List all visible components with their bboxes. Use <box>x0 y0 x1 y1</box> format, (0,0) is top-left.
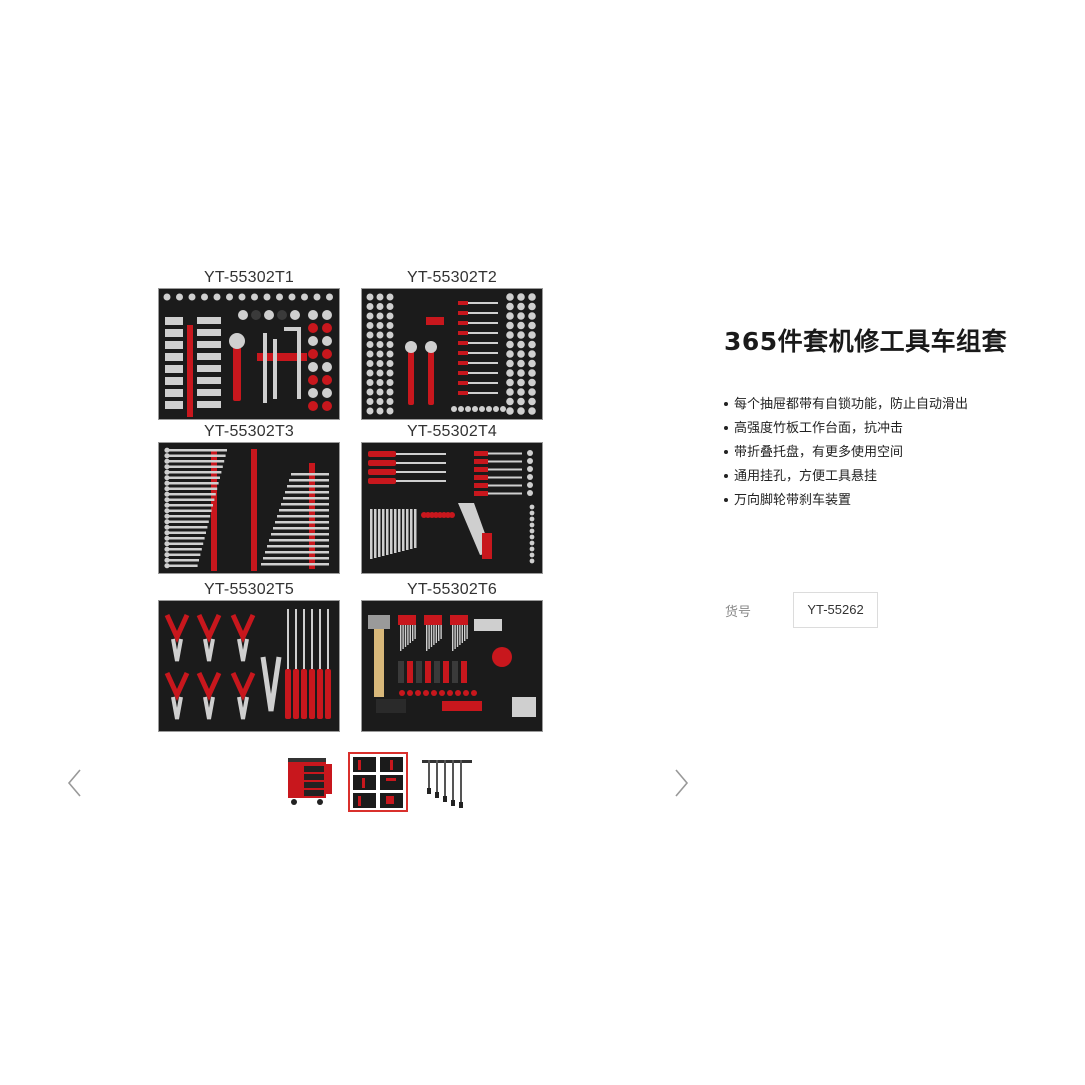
chevron-right-icon <box>675 769 689 797</box>
tray-image-t4 <box>361 442 543 574</box>
feature-text: 通用挂孔，方便工具悬挂 <box>734 469 878 484</box>
tool-cart-image <box>288 758 332 805</box>
bullet-icon <box>724 473 728 478</box>
tray-label: YT-55302T3 <box>203 423 295 440</box>
prev-image-button[interactable] <box>64 766 86 800</box>
t-handle-wrench-image <box>422 760 472 808</box>
tray-image-t2 <box>361 288 543 420</box>
tray-label: YT-55302T5 <box>203 581 295 598</box>
bullet-icon <box>724 401 728 406</box>
feature-text: 每个抽屉都带有自锁功能，防止自动滑出 <box>734 397 969 412</box>
feature-text: 万向脚轮带刹车装置 <box>734 493 852 508</box>
bullet-icon <box>724 449 728 454</box>
bullet-icon <box>724 497 728 502</box>
next-image-button[interactable] <box>670 766 692 800</box>
tray-label: YT-55302T1 <box>203 269 295 286</box>
chevron-left-icon <box>67 769 81 797</box>
feature-text: 带折叠托盘，有更多使用空间 <box>734 445 904 460</box>
product-title: 365件套机修工具车组套 <box>724 327 1008 356</box>
feature-item: 带折叠托盘，有更多使用空间 <box>724 441 1064 465</box>
feature-item: 每个抽屉都带有自锁功能，防止自动滑出 <box>724 393 1064 417</box>
tray-image-t1 <box>158 288 340 420</box>
thumbnail-tool-cart[interactable] <box>280 752 340 812</box>
tray-label: YT-55302T2 <box>406 269 498 286</box>
feature-item: 高强度竹板工作台面，抗冲击 <box>724 417 1064 441</box>
feature-item: 通用挂孔，方便工具悬挂 <box>724 465 1064 489</box>
feature-text: 高强度竹板工作台面，抗冲击 <box>734 421 904 436</box>
thumbnail-t-handle-wrench[interactable] <box>416 752 476 812</box>
tray-image-t5 <box>158 600 340 732</box>
tray-label: YT-55302T6 <box>406 581 498 598</box>
bullet-icon <box>724 425 728 430</box>
tray-image-t6 <box>361 600 543 732</box>
sku-label: 货号 <box>725 605 752 620</box>
tray-set-image <box>350 754 406 810</box>
tray-image-t3 <box>158 442 340 574</box>
feature-item: 万向脚轮带刹车装置 <box>724 489 1064 513</box>
thumbnail-tray-set[interactable] <box>348 752 408 812</box>
feature-list: 每个抽屉都带有自锁功能，防止自动滑出 高强度竹板工作台面，抗冲击 带折叠托盘，有… <box>724 393 1064 513</box>
product-image-gallery: YT-55302T1 YT-55302T2 <box>150 262 550 742</box>
tray-label: YT-55302T4 <box>406 423 498 440</box>
sku-value[interactable]: YT-55262 <box>793 592 878 628</box>
